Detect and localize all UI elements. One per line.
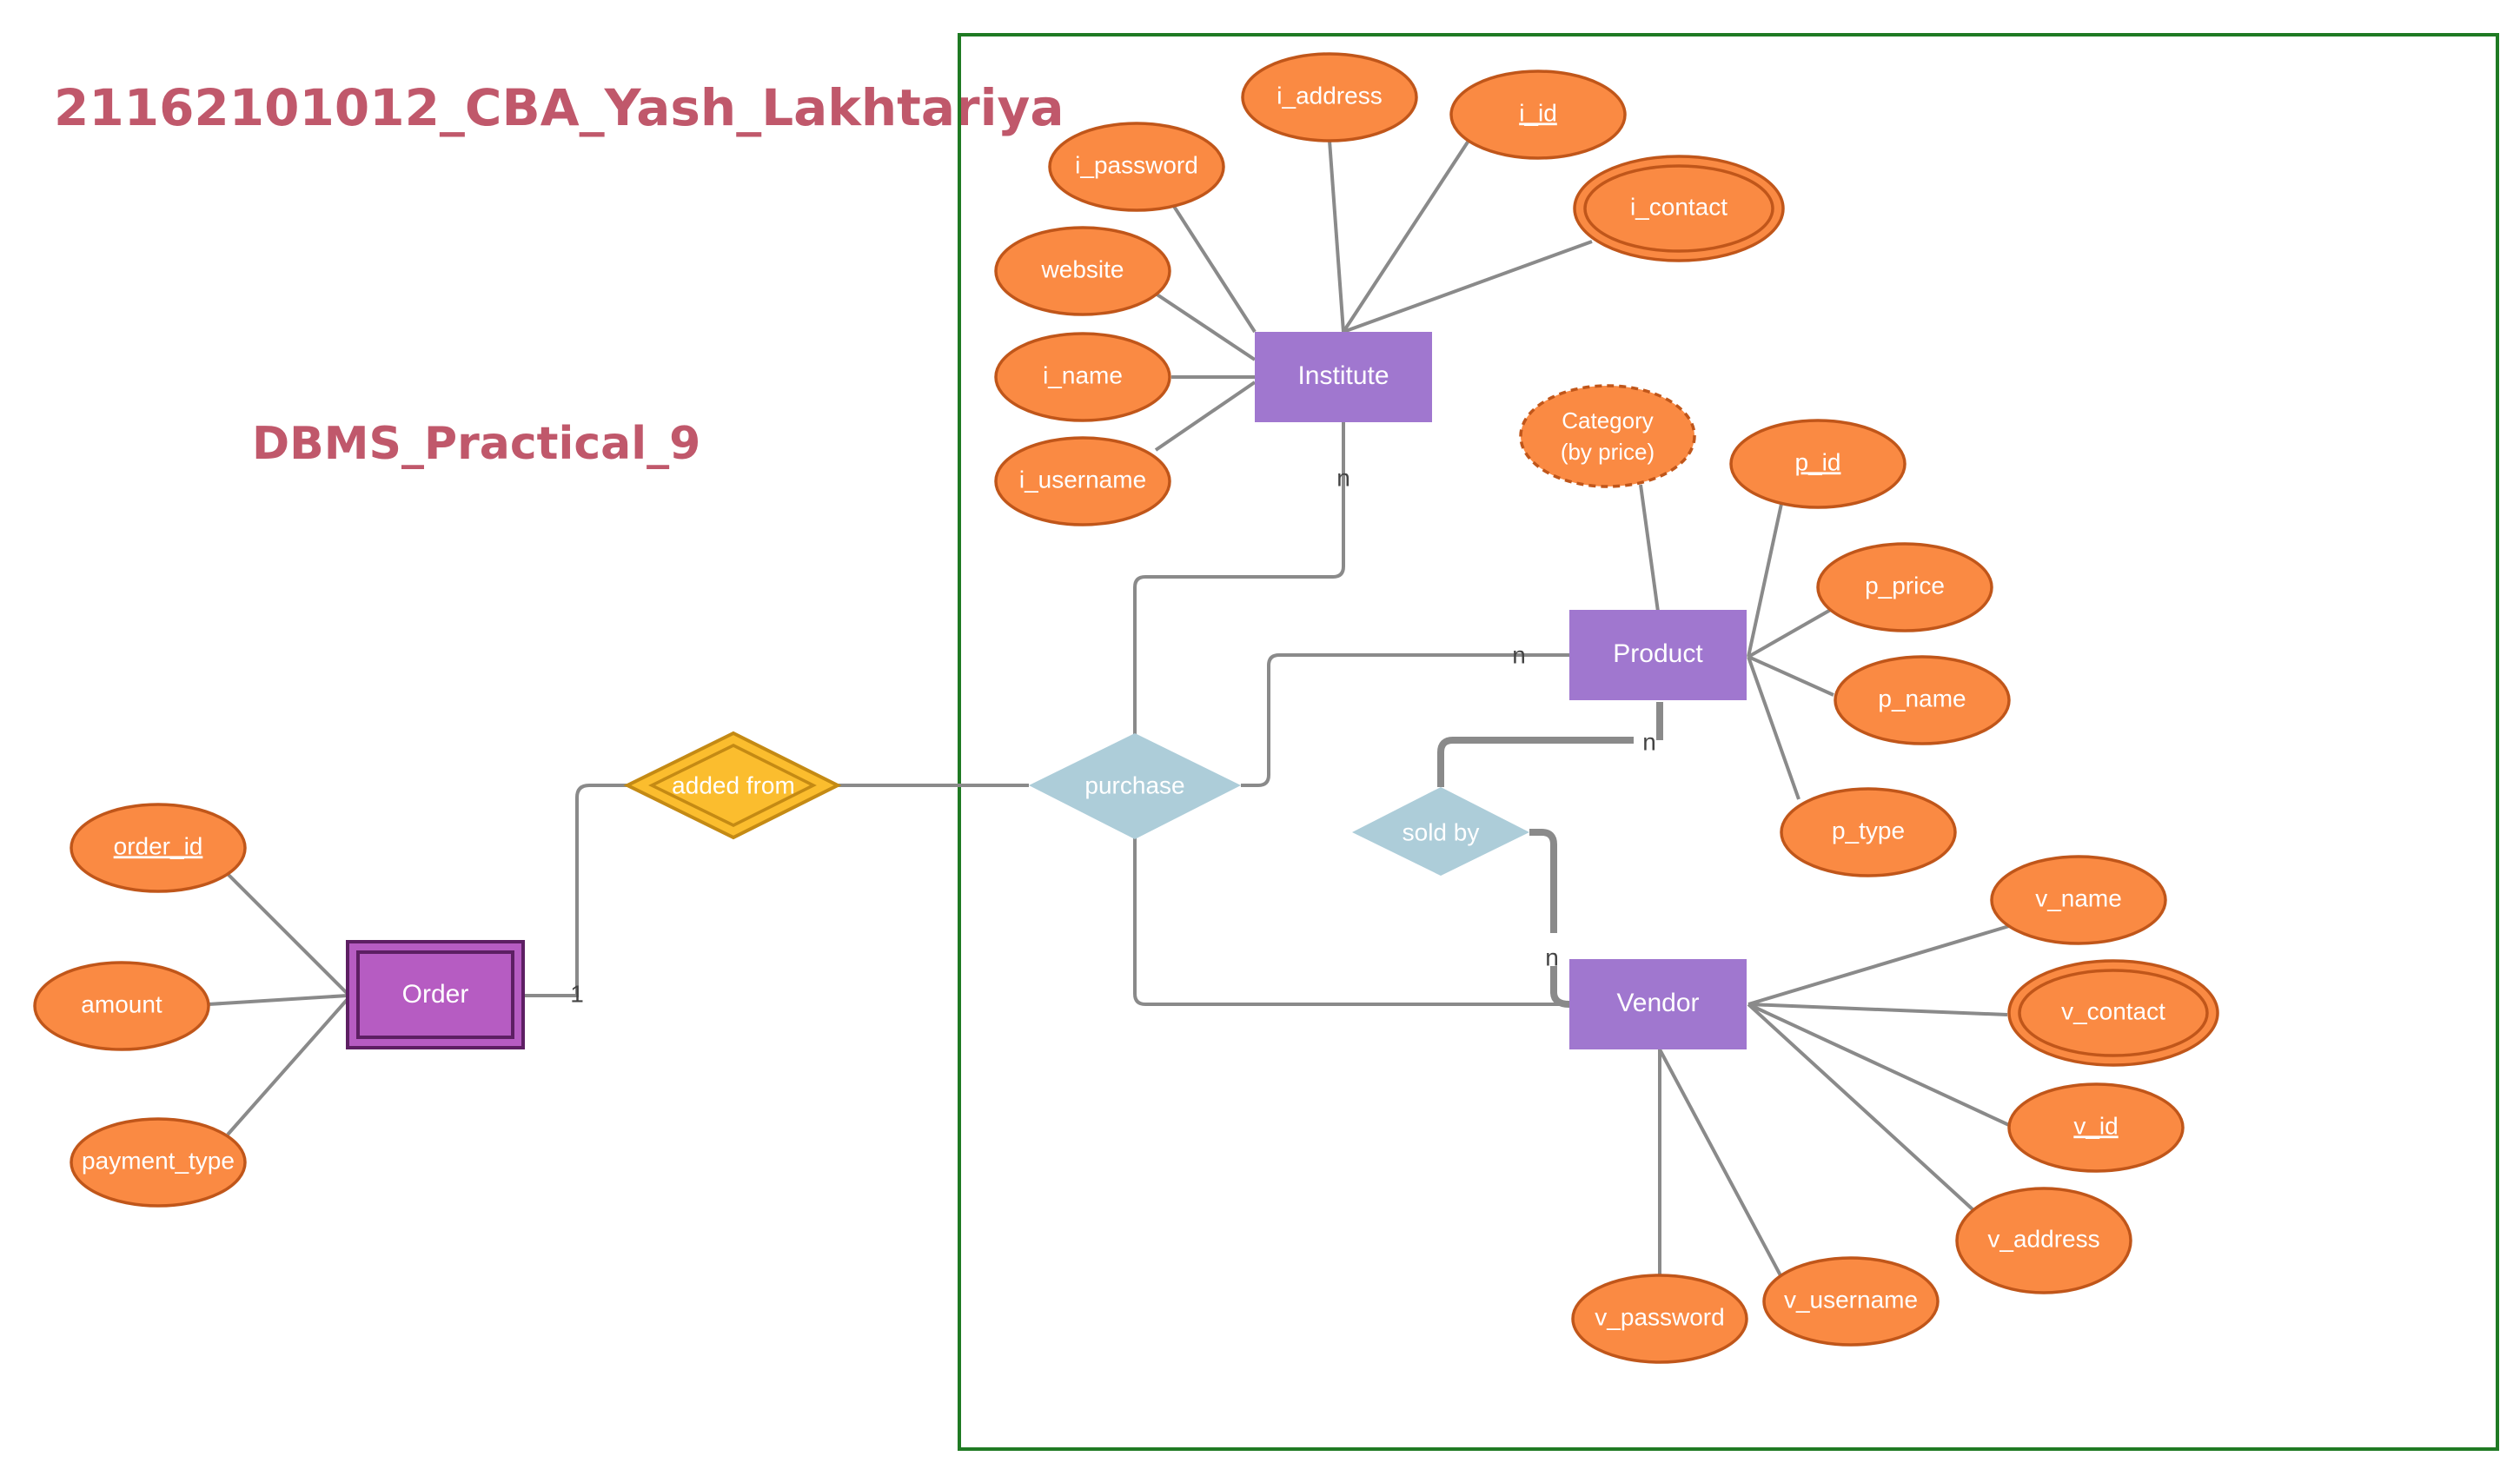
- diagram-subtitle: DBMS_Practical_9: [252, 418, 700, 470]
- attribute-label: p_name: [1878, 685, 1966, 712]
- attribute-label: v_username: [1784, 1286, 1918, 1313]
- attribute-label: v_name: [2035, 884, 2122, 911]
- attribute-label: v_password: [1595, 1303, 1724, 1330]
- connector-lines: [208, 139, 2012, 1278]
- attribute-label: v_contact: [2061, 997, 2165, 1024]
- attribute-v-id-key: v_id: [2007, 1082, 2185, 1173]
- cardinality-vendor-sold-by: n: [1545, 943, 1559, 970]
- attribute-i-password: i_password: [1048, 122, 1225, 212]
- attribute-payment-type: payment_type: [70, 1117, 247, 1208]
- attribute-website: website: [994, 226, 1171, 316]
- system-boundary: [958, 33, 2499, 1451]
- attribute-label: p_price: [1865, 572, 1945, 599]
- attribute-label: i_password: [1075, 151, 1198, 178]
- attribute-label: Category: [1562, 407, 1654, 434]
- attribute-v-contact-multivalued: v_contact: [2007, 959, 2219, 1067]
- entity-label: Order: [402, 980, 469, 1009]
- cardinality-institute-purchase: n: [1336, 464, 1350, 491]
- attribute-i-name: i_name: [994, 332, 1171, 422]
- attribute-v-address: v_address: [1955, 1187, 2132, 1294]
- attribute-label: website: [1041, 255, 1124, 282]
- attribute-label: amount: [81, 990, 162, 1017]
- attribute-label: p_type: [1832, 817, 1905, 844]
- entity-vendor: Vendor: [1569, 959, 1747, 1049]
- attribute-i-id-key: i_id: [1449, 69, 1627, 160]
- cardinality-product-purchase: n: [1512, 641, 1526, 668]
- attribute-amount: amount: [33, 961, 210, 1051]
- cardinality-order-added-from: 1: [570, 980, 584, 1007]
- attribute-p-id-key: p_id: [1729, 419, 1907, 509]
- entity-label: Institute: [1297, 361, 1389, 390]
- entity-label: Vendor: [1616, 989, 1699, 1017]
- attribute-p-name: p_name: [1834, 655, 2011, 745]
- attribute-label: i_username: [1019, 466, 1146, 493]
- attribute-v-name: v_name: [1990, 855, 2167, 945]
- attribute-label: payment_type: [82, 1147, 235, 1174]
- attribute-label: i_contact: [1630, 193, 1728, 220]
- relationship-purchase: purchase: [1029, 733, 1241, 839]
- identifying-relationship-added-from: added from: [623, 731, 842, 840]
- entity-product: Product: [1569, 610, 1747, 700]
- diagram-title: 21162101012_CBA_Yash_Lakhtariya: [54, 78, 1064, 137]
- relationship-label: added from: [672, 771, 795, 798]
- cardinality-product-sold-by: n: [1642, 728, 1656, 755]
- attribute-label: v_id: [2073, 1112, 2118, 1139]
- attribute-label: i_address: [1277, 82, 1382, 109]
- relationship-label: purchase: [1084, 771, 1184, 798]
- attribute-v-username: v_username: [1762, 1256, 1940, 1347]
- attribute-i-username: i_username: [994, 436, 1171, 526]
- relationship-sold-by: sold by: [1352, 787, 1529, 876]
- attribute-label: order_id: [114, 832, 203, 859]
- attribute-label: i_id: [1519, 99, 1557, 126]
- attribute-v-password: v_password: [1571, 1274, 1748, 1364]
- attribute-category-derived: Category (by price): [1519, 384, 1696, 488]
- weak-entity-order: Order: [346, 940, 525, 1049]
- attribute-p-price: p_price: [1816, 542, 1993, 632]
- relationship-label: sold by: [1403, 818, 1480, 845]
- attribute-label: (by price): [1561, 439, 1655, 465]
- entity-institute: Institute: [1255, 332, 1432, 422]
- attribute-i-address: i_address: [1241, 52, 1418, 142]
- attribute-label: i_name: [1043, 361, 1123, 388]
- entity-label: Product: [1613, 639, 1703, 668]
- attribute-label: p_id: [1795, 448, 1841, 475]
- attribute-p-type: p_type: [1780, 787, 1957, 877]
- attribute-label: v_address: [1987, 1225, 2099, 1252]
- attribute-i-contact-multivalued: i_contact: [1573, 155, 1785, 262]
- attribute-order-id-key: order_id: [70, 803, 247, 893]
